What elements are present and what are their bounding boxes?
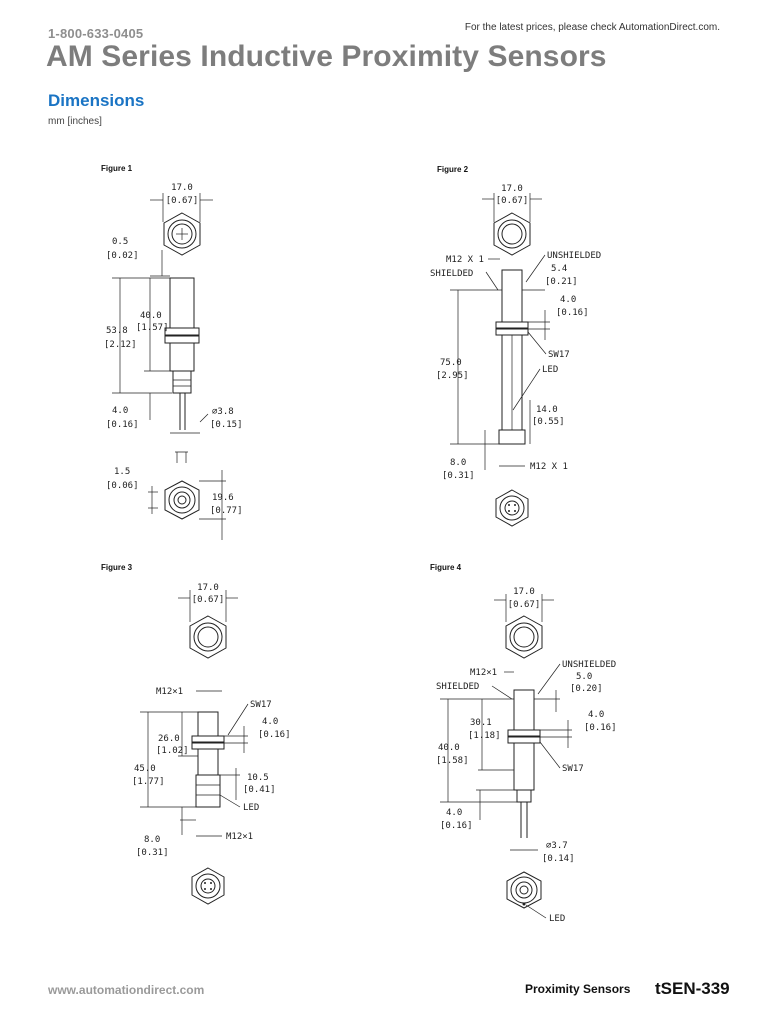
- fig3-dim-text: [0.67]: [192, 595, 225, 605]
- fig3-dim-text: M12×1: [226, 832, 253, 842]
- fig4-dim-text: 30.1: [470, 718, 492, 728]
- fig4-dim-text: 4.0: [588, 710, 604, 720]
- fig4-dim-text: [0.20]: [570, 684, 603, 694]
- fig2-dim-text: 75.0: [440, 358, 462, 368]
- fig2-dim-text: M12 X 1: [530, 462, 568, 472]
- fig2-dim-text: SW17: [548, 350, 570, 360]
- fig2-dim-text: 17.0: [501, 184, 523, 194]
- fig1-dim-text: 0.5: [112, 237, 128, 247]
- section-title: Dimensions: [48, 91, 145, 110]
- fig1-dim-text: ∅3.8: [212, 407, 234, 417]
- fig4-dim-text: 40.0: [438, 743, 460, 753]
- fig2-dim-text: [0.67]: [496, 196, 529, 206]
- figure-1-label: Figure 1: [101, 164, 133, 173]
- fig2-dim-text: [2.95]: [436, 371, 469, 381]
- fig3-dim-text: 10.5: [247, 773, 269, 783]
- fig2-dim-text: M12 X 1: [446, 255, 484, 265]
- figure-4-label: Figure 4: [430, 563, 462, 572]
- phone-number: 1-800-633-0405: [48, 26, 144, 41]
- figure-2-drawing: 17.0 [0.67] M12 X 1 UNSHIELDED SHIELDED …: [430, 184, 601, 527]
- fig1-dim-text: 19.6: [212, 493, 234, 503]
- fig3-dim-text: [0.41]: [243, 785, 276, 795]
- fig3-dim-text: SW17: [250, 700, 272, 710]
- figure-2-label: Figure 2: [437, 165, 469, 174]
- fig4-dim-text: [1.18]: [468, 731, 501, 741]
- fig1-dim-text: [0.06]: [106, 481, 139, 491]
- fig1-dim-text: [1.57]: [136, 323, 169, 333]
- fig2-dim-text: 4.0: [560, 295, 576, 305]
- figure-1-drawing: 17.0 [0.67] 0.5 [0.02] 53.8 [2.12] 40.0 …: [104, 183, 243, 540]
- figure-3-drawing: 17.0 [0.67] M12×1 SW17 4.0 [0.16] 26.0 […: [132, 583, 291, 905]
- fig4-dim-text: 17.0: [513, 587, 535, 597]
- fig2-dim-text: UNSHIELDED: [547, 251, 601, 261]
- fig4-dim-text: LED: [549, 914, 565, 924]
- fig1-dim-text: [0.15]: [210, 420, 243, 430]
- fig1-dim-text: 1.5: [114, 467, 130, 477]
- fig3-dim-text: M12×1: [156, 687, 183, 697]
- fig1-dim-text: 40.0: [140, 311, 162, 321]
- price-notice: For the latest prices, please check Auto…: [464, 22, 720, 33]
- fig3-dim-text: 26.0: [158, 734, 180, 744]
- fig3-dim-text: 8.0: [144, 835, 160, 845]
- fig4-dim-text: SW17: [562, 764, 584, 774]
- fig4-dim-text: 4.0: [446, 808, 462, 818]
- fig1-dim-text: 4.0: [112, 406, 128, 416]
- fig4-dim-text: [0.67]: [508, 600, 541, 610]
- page-number: tSEN-339: [655, 979, 730, 998]
- fig2-dim-text: [0.55]: [532, 417, 565, 427]
- fig1-dim-text: [2.12]: [104, 340, 137, 350]
- fig4-dim-text: [1.58]: [436, 756, 469, 766]
- fig3-dim-text: 45.0: [134, 764, 156, 774]
- fig1-dim-text: [0.67]: [166, 196, 199, 206]
- fig2-dim-text: [0.16]: [556, 308, 589, 318]
- fig4-dim-text: ∅3.7: [546, 841, 568, 851]
- fig4-dim-text: [0.16]: [584, 723, 617, 733]
- fig3-dim-text: [0.16]: [258, 730, 291, 740]
- fig3-dim-text: LED: [243, 803, 259, 813]
- fig4-dim-text: SHIELDED: [436, 682, 479, 692]
- fig1-dim-text: [0.16]: [106, 420, 139, 430]
- fig2-dim-text: [0.21]: [545, 277, 578, 287]
- fig1-dim-text: [0.02]: [106, 251, 139, 261]
- fig4-dim-text: [0.16]: [440, 821, 473, 831]
- fig3-dim-text: [1.77]: [132, 777, 165, 787]
- footer-website[interactable]: www.automationdirect.com: [48, 983, 205, 997]
- units-note: mm [inches]: [48, 116, 102, 127]
- fig4-dim-text: 5.0: [576, 672, 592, 682]
- fig4-dim-text: UNSHIELDED: [562, 660, 616, 670]
- fig1-dim-text: [0.77]: [210, 506, 243, 516]
- fig3-dim-text: 17.0: [197, 583, 219, 593]
- fig1-dim-text: 17.0: [171, 183, 193, 193]
- fig3-dim-text: [1.02]: [156, 746, 189, 756]
- figure-4-drawing: 17.0 [0.67] M12×1 UNSHIELDED SHIELDED 5.…: [436, 587, 617, 924]
- fig4-dim-text: [0.14]: [542, 854, 575, 864]
- fig3-dim-text: 4.0: [262, 717, 278, 727]
- page-title: AM Series Inductive Proximity Sensors: [46, 40, 607, 73]
- fig3-dim-text: [0.31]: [136, 848, 169, 858]
- figure-3-label: Figure 3: [101, 563, 133, 572]
- fig4-dim-text: M12×1: [470, 668, 497, 678]
- fig2-dim-text: [0.31]: [442, 471, 475, 481]
- fig2-dim-text: LED: [542, 365, 558, 375]
- fig2-dim-text: 5.4: [551, 264, 567, 274]
- footer-category: Proximity Sensors: [525, 982, 631, 996]
- fig1-dim-text: 53.8: [106, 326, 128, 336]
- fig2-dim-text: SHIELDED: [430, 269, 473, 279]
- fig2-dim-text: 14.0: [536, 405, 558, 415]
- fig2-dim-text: 8.0: [450, 458, 466, 468]
